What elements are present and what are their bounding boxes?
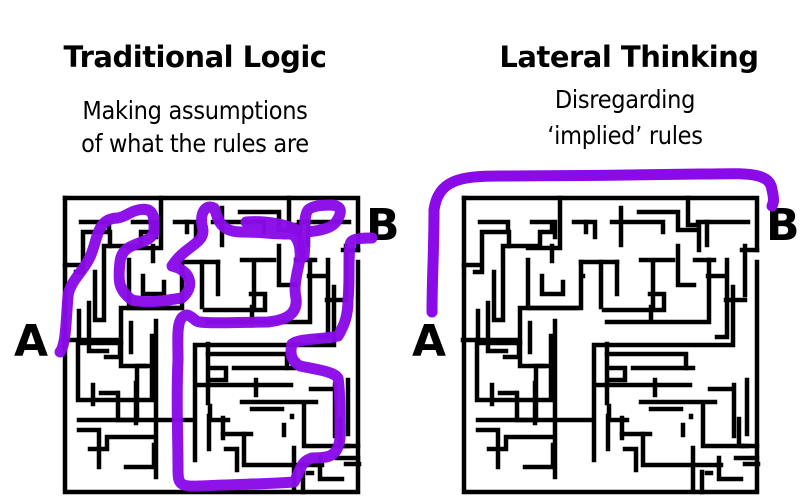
maze-wall xyxy=(276,243,298,288)
left-maze xyxy=(61,195,362,495)
maze-wall xyxy=(714,257,730,340)
maze-wall xyxy=(525,195,563,251)
maze-wall xyxy=(202,294,268,313)
maze-wall xyxy=(86,300,110,354)
maze-wall xyxy=(475,427,501,470)
maze-wall xyxy=(675,243,697,288)
left-subtitle-line2: of what the rules are xyxy=(81,129,309,158)
maze-wall xyxy=(604,257,712,325)
maze-wall xyxy=(491,219,555,323)
maze-wall xyxy=(604,351,689,371)
maze-wall xyxy=(716,455,744,482)
maze-wall xyxy=(76,427,102,470)
maze-wall xyxy=(317,455,345,482)
maze-wall xyxy=(609,219,666,235)
left-solution-path-branch xyxy=(240,199,346,262)
maze-wall xyxy=(140,273,167,297)
maze-wall xyxy=(485,300,509,354)
maze-wall xyxy=(87,434,157,452)
right-maze xyxy=(460,195,761,495)
maze-wall xyxy=(301,402,346,449)
maze-wall xyxy=(640,431,724,468)
right-subtitle-line2: ‘implied’ rules xyxy=(547,121,703,150)
maze-wall xyxy=(636,209,698,233)
maze-wall xyxy=(522,442,556,470)
maze-wall xyxy=(525,257,584,311)
maze-wall xyxy=(571,219,598,240)
right-solution-path xyxy=(426,168,779,318)
maze-wall xyxy=(62,259,361,495)
right-start-label: A xyxy=(412,316,447,367)
maze-wall xyxy=(606,403,630,423)
left-start-label: A xyxy=(14,316,49,367)
maze-wall xyxy=(700,402,745,449)
maze-wall xyxy=(472,219,511,275)
left-solution-path xyxy=(54,201,378,492)
maze-wall xyxy=(601,294,667,313)
maze-wall xyxy=(192,284,337,463)
left-subtitle-line1: Making assumptions xyxy=(82,96,308,125)
right-subtitle-line1: Disregarding xyxy=(554,85,696,114)
maze-wall xyxy=(685,195,702,253)
maze-wall xyxy=(207,403,231,423)
maze-wall xyxy=(486,434,556,452)
maze-wall xyxy=(223,446,240,473)
maze-wall xyxy=(461,259,760,495)
maze-wall xyxy=(209,365,229,383)
maze-wall xyxy=(539,273,566,297)
maze-wall xyxy=(172,219,199,240)
left-title: Traditional Logic xyxy=(63,40,327,74)
maze-wall xyxy=(608,365,628,383)
maze-wall xyxy=(622,446,639,473)
right-title: Lateral Thinking xyxy=(499,40,759,74)
maze-wall xyxy=(123,442,157,470)
maze-wall xyxy=(591,284,736,463)
